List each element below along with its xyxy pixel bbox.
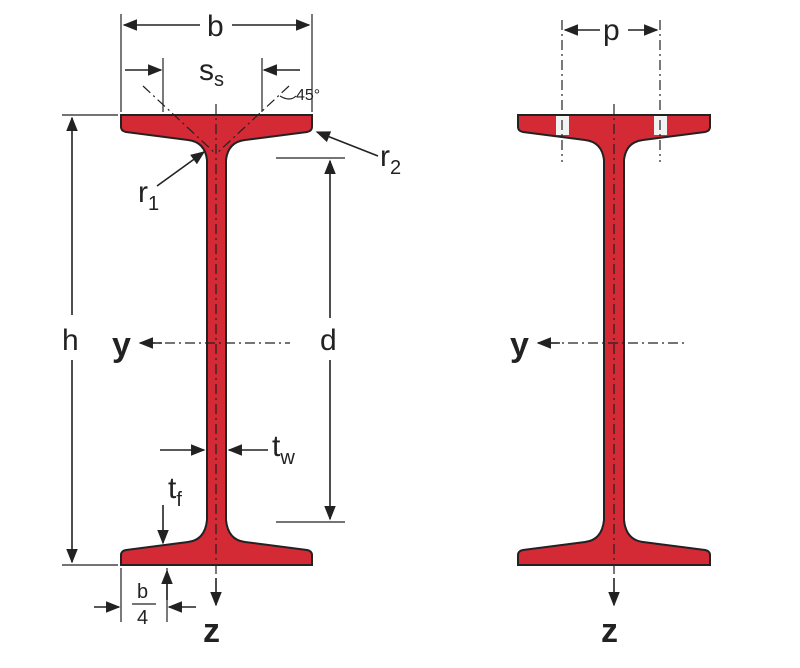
tw-label: tw: [272, 430, 295, 469]
angle-arc: [279, 95, 297, 100]
y-axis-label-right: y: [510, 326, 529, 364]
r2-leader: [315, 131, 379, 157]
ss-label: ss: [199, 54, 224, 91]
b-label: b: [207, 10, 224, 43]
z-axis-label-left: z: [203, 612, 220, 650]
tf-label: tf: [168, 472, 182, 511]
d-label: d: [320, 324, 337, 357]
r1-leader: [156, 151, 206, 187]
p-label: p: [603, 14, 620, 47]
y-axis-label-left: y: [112, 326, 131, 364]
b-quarter-numerator: b: [137, 581, 148, 603]
h-label: h: [62, 324, 79, 357]
z-axis-label-right: z: [601, 612, 618, 650]
r1-label: r1: [138, 176, 159, 215]
r2-label: r2: [380, 140, 401, 179]
angle-label: 45°: [296, 87, 320, 104]
slope-line-right: [215, 85, 290, 155]
slope-line-left: [142, 85, 217, 155]
b-quarter-denominator: 4: [137, 607, 148, 629]
